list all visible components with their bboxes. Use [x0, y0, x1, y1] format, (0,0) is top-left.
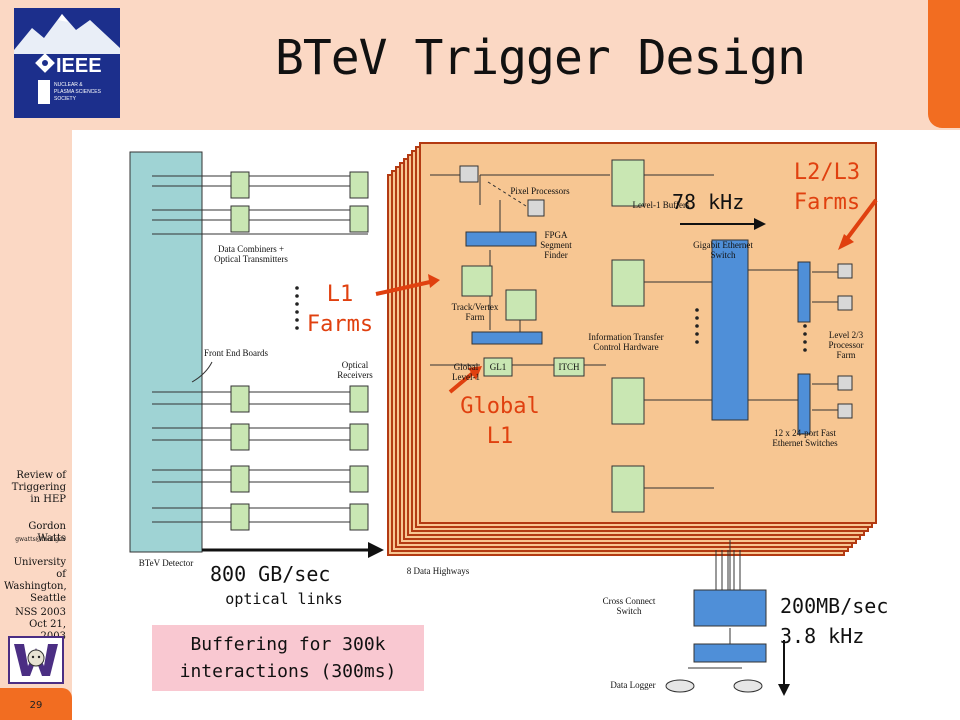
sidebar-band: [0, 0, 72, 720]
cross-connect-label: Cross Connect Switch: [602, 596, 656, 616]
buffering-text: Buffering for 300k interactions (300ms): [179, 634, 397, 682]
svg-text:NUCLEAR &: NUCLEAR &: [54, 82, 83, 88]
gigabit-ethernet-switch: [711, 239, 749, 421]
mountain-logo-icon: IEEE NUCLEAR & PLASMA SCIENCES SOCIETY: [14, 14, 120, 104]
husky-icon: [14, 644, 58, 676]
gigabit-switch-label: Gigabit Ethernet Switch: [693, 240, 753, 260]
data-logger-label: Data Logger: [610, 680, 656, 690]
l2l3-farms-arrow: [844, 198, 878, 242]
fast-ethernet-switch: [797, 373, 811, 435]
optical-links-label: optical links: [225, 590, 343, 608]
fpga-segment-finder-box: [465, 231, 537, 247]
front-end-boards-label: Front End Boards: [204, 348, 268, 358]
rate-78-label: 78 kHz: [672, 190, 745, 214]
fast-ethernet-switch: [797, 261, 811, 323]
global-l1-callout: Global L1: [460, 394, 540, 449]
sidebar-author: Gordon Watts: [28, 521, 66, 544]
buffering-box: [152, 625, 424, 691]
level1-buffer-boxes: [611, 159, 645, 513]
pixel-processor-box: [527, 199, 545, 217]
storage-disk: [665, 679, 695, 693]
track-vertex-bus: [471, 331, 543, 345]
global-level1-label: Global Level-1: [452, 362, 480, 382]
sidebar-email: gwatts@fnal.gov: [15, 536, 66, 543]
rate-38-label: 3.8 kHz: [780, 624, 865, 648]
rate-800-label: 800 GB/sec: [210, 562, 331, 586]
svg-text:PLASMA SCIENCES: PLASMA SCIENCES: [54, 89, 102, 95]
level1-buffers-label: Level-1 Buffers: [632, 200, 690, 210]
itch-label: ITCH: [558, 362, 580, 372]
btev-detector-label: BTeV Detector: [138, 558, 194, 568]
optical-receivers-label: Optical Receivers: [337, 360, 373, 380]
page-number-box: [0, 688, 72, 720]
rate-200-label: 200MB/sec: [780, 594, 889, 618]
fpga-segment-finder-label: FPGA Segment Finder: [540, 230, 572, 260]
pixel-processor-box: [459, 165, 479, 183]
data-combiners-label: Data Combiners + Optical Transmitters: [214, 244, 288, 264]
btev-detector: [129, 151, 203, 553]
front-end-board-rows: [152, 175, 368, 523]
sidebar-review: Review of Triggering in HEP: [11, 470, 66, 505]
gl1-label: GL1: [489, 362, 507, 372]
uw-husky-logo: [8, 636, 64, 684]
l1-farms-arrow: [375, 280, 431, 296]
fast-ethernet-label: 12 x 24-port Fast Ethernet Switches: [772, 428, 838, 448]
track-vertex-chip: [461, 265, 493, 297]
data-logger-box: [693, 643, 767, 663]
pixel-processors-label: Pixel Processors: [510, 186, 570, 196]
l1-farms-callout: L1 Farms: [306, 282, 374, 337]
ieee-wordmark: IEEE: [56, 55, 102, 77]
track-vertex-chip: [505, 289, 537, 321]
page-title: BTeV Trigger Design: [274, 30, 806, 86]
internal-wiring: [430, 174, 798, 590]
data-combiner-boxes: [230, 171, 369, 531]
sidebar-institution: University of Washington, Seattle: [4, 557, 67, 604]
track-vertex-farm-label: Track/Vertex Farm: [451, 302, 499, 322]
gl1-box: [483, 357, 513, 377]
ellipsis-dots: [295, 286, 807, 352]
global-l1-arrow: [448, 370, 476, 394]
svg-text:SOCIETY: SOCIETY: [54, 96, 77, 102]
l2l3-farms-callout: L2/L3 Farms: [793, 160, 861, 215]
corner-tab: [928, 0, 960, 128]
ieee-nps-logo: IEEE NUCLEAR & PLASMA SCIENCES SOCIETY: [14, 8, 120, 118]
level23-processor-boxes: [837, 263, 853, 419]
storage-disk: [733, 679, 763, 693]
page-number: 29: [29, 700, 43, 711]
sidebar-conference: NSS 2003: [15, 607, 66, 618]
header-band: [0, 0, 960, 130]
info-transfer-label: Information Transfer Control Hardware: [588, 332, 664, 352]
itch-box: [553, 357, 585, 377]
data-highways-label: 8 Data Highways: [406, 566, 470, 576]
level23-farm-label: Level 2/3 Processor Farm: [828, 330, 864, 360]
cross-connect-switch: [693, 589, 767, 627]
